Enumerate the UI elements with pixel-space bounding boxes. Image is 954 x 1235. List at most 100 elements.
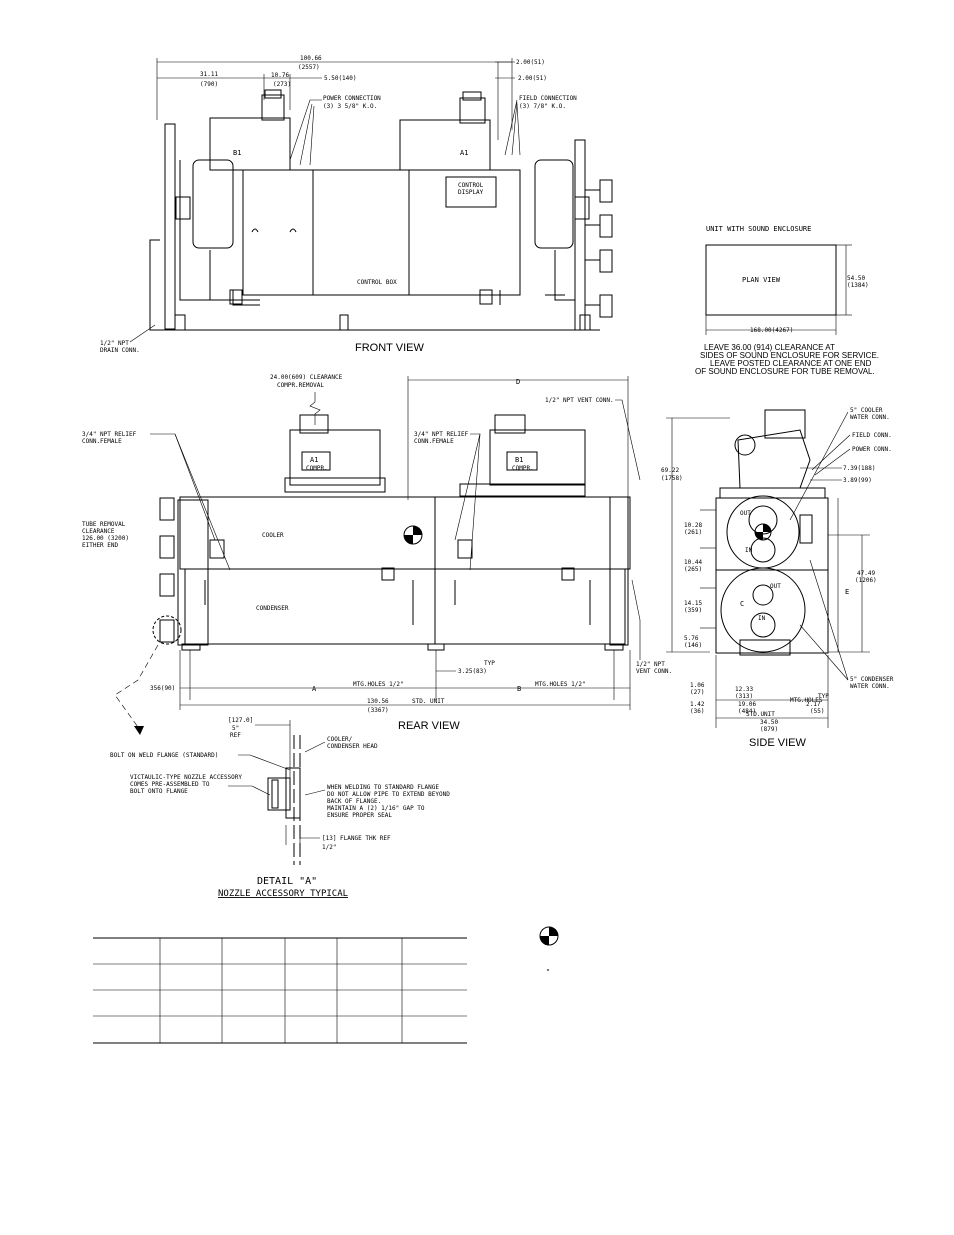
vent-bottom-label: VENT CONN. (636, 668, 672, 675)
victaulic-3: BOLT ONTO FLANGE (130, 788, 188, 795)
dim-1044: 10.44 (684, 559, 702, 566)
weld-note-3: BACK OF FLANGE. (327, 798, 381, 805)
control-display-2: DISPLAY (458, 189, 484, 196)
rear-typ: TYP (484, 660, 495, 667)
tube-clearance-1: TUBE REMOVAL (82, 521, 126, 528)
dim-4749-mm: (1206) (855, 577, 877, 584)
dim-1233-mm: (313) (735, 693, 753, 700)
detail-ref-label: REF (230, 732, 241, 739)
plan-note-1: LEAVE 36.00 (914) CLEARANCE AT (704, 343, 835, 352)
cond-water-size: 5" CONDENSER (850, 676, 894, 683)
dim-106-mm: (27) (690, 689, 704, 696)
vent-bottom-size: 1/2" NPT (636, 661, 665, 668)
dim-height-mm: (1758) (661, 475, 683, 482)
dim-d3: 5.50(140) (324, 75, 357, 82)
std-length: 130.56 (367, 698, 389, 705)
control-display-1: CONTROL (458, 182, 484, 189)
relief-left-label: CONN.FEMALE (82, 438, 122, 445)
head-label-1: COOLER/ (327, 736, 353, 743)
dim-739: 7.39(188) (843, 465, 876, 472)
std-unit-label: STD. UNIT (412, 698, 445, 705)
relief-right-label: CONN.FEMALE (414, 438, 454, 445)
rear-compr-right: COMPR. (512, 465, 534, 472)
dim-576: 5.76 (684, 635, 699, 642)
front-comp-a1: A1 (460, 149, 468, 157)
rear-cooler-label: COOLER (262, 532, 284, 539)
drain-conn-label: DRAIN CONN. (100, 347, 140, 354)
vent-top-label: 1/2" NPT VENT CONN. (545, 397, 614, 404)
dim-1415: 14.15 (684, 600, 702, 607)
dim-389: 3.89(99) (843, 477, 872, 484)
plan-view-label: PLAN VIEW (742, 276, 781, 284)
dim-d1: 31.11 (200, 71, 218, 78)
detail-ref-mm: [127.0] (228, 717, 253, 724)
victaulic-2: COMES PRE-ASSEMBLED TO (130, 781, 210, 788)
dim-overall-mm: (2557) (298, 64, 320, 71)
side-out-bot: OUT (770, 583, 781, 590)
cond-water-label: WATER CONN. (850, 683, 890, 690)
drain-conn-size: 1/2" NPT (100, 340, 129, 347)
rear-view: 24.00(609) CLEARANCE COMPR.REMOVAL 3/4" … (82, 374, 672, 735)
dim-142: 1.42 (690, 701, 705, 708)
flange-thk-in: 1/2" (322, 844, 336, 851)
dim-d5: 2.00(51) (518, 75, 547, 82)
dim-b: B (517, 685, 521, 693)
tube-clearance-4: EITHER END (82, 542, 119, 549)
head-label-2: CONDENSER HEAD (327, 743, 378, 750)
detail-a-subtitle: NOZZLE ACCESSORY TYPICAL (218, 889, 348, 899)
dim-1028: 10.28 (684, 522, 702, 529)
dim-1233: 12.33 (735, 686, 753, 693)
dim-3450: 34.50 (760, 719, 778, 726)
side-view-title: SIDE VIEW (749, 737, 806, 749)
bolt-flange-label: BOLT ON WELD FLANGE (STANDARD) (110, 752, 218, 759)
plan-view: UNIT WITH SOUND ENCLOSURE PLAN VIEW 54.5… (695, 225, 879, 376)
side-in-bot: IN (758, 615, 766, 622)
dim-c: C (740, 600, 744, 608)
dim-576-mm: (146) (684, 642, 702, 649)
mtg-holes-a: MTG.HOLES 1/2" (353, 681, 404, 688)
center-of-gravity-symbol (539, 926, 559, 946)
dim-217-mm: (55) (810, 708, 824, 715)
weld-note-4: MAINTAIN A (2) 1/16" GAP TO (327, 805, 425, 812)
side-out-top: OUT (740, 510, 751, 517)
plan-depth-mm: (1384) (847, 282, 869, 289)
dim-356: 356(90) (150, 685, 175, 692)
side-field-conn: FIELD CONN. (852, 432, 892, 439)
dim-3450-mm: (879) (760, 726, 778, 733)
rear-b1: B1 (515, 456, 523, 464)
front-view-title: FRONT VIEW (355, 342, 424, 354)
dim-1906-mm: (484) (738, 708, 756, 715)
dim-1415-mm: (359) (684, 607, 702, 614)
weld-note-1: WHEN WELDING TO STANDARD FLANGE (327, 784, 439, 791)
weld-note-2: DO NOT ALLOW PIPE TO EXTEND BEYOND (327, 791, 450, 798)
plan-depth: 54.50 (847, 275, 865, 282)
tube-clearance-2: CLEARANCE (82, 528, 115, 535)
sound-enclosure-heading: UNIT WITH SOUND ENCLOSURE (706, 225, 811, 233)
rear-condenser-label: CONDENSER (256, 605, 289, 612)
mtg-holes-b: MTG.HOLES 1/2" (535, 681, 586, 688)
dim-a: A (312, 685, 317, 693)
compr-removal: COMPR.REMOVAL (277, 382, 324, 389)
tube-clearance-3: 126.00 (3200) (82, 535, 129, 542)
relief-right-size: 3/4" NPT RELIEF (414, 431, 469, 438)
dim-d4: 2.00(51) (516, 59, 545, 66)
side-view: 5" COOLER WATER CONN. FIELD CONN. POWER … (661, 407, 894, 749)
relief-left-size: 3/4" NPT RELIEF (82, 431, 137, 438)
legend-quote-mark: " (546, 968, 550, 976)
detail-a-title: DETAIL "A" (257, 876, 317, 887)
victaulic-1: VICTAULIC-TYPE NOZZLE ACCESSORY (130, 774, 242, 781)
cooler-water-size: 5" COOLER (850, 407, 883, 414)
flange-thk: [13] FLANGE THK REF (322, 835, 391, 842)
compr-clearance: 24.00(609) CLEARANCE (270, 374, 343, 381)
side-mtg-holes: MTG.HOLES (790, 697, 823, 704)
std-length-mm: (3367) (367, 707, 389, 714)
dim-217: 2.17 (806, 701, 821, 708)
rear-view-title: REAR VIEW (398, 720, 460, 732)
dim-1906: 19.06 (738, 701, 756, 708)
field-conn-label: FIELD CONNECTION (519, 95, 577, 102)
plan-note-2: SIDES OF SOUND ENCLOSURE FOR SERVICE. (700, 351, 879, 360)
dim-d1-mm: (790) (200, 81, 218, 88)
dim-height: 69.22 (661, 467, 679, 474)
dim-overall: 100.66 (300, 55, 322, 62)
dim-d-label: D (516, 378, 520, 386)
